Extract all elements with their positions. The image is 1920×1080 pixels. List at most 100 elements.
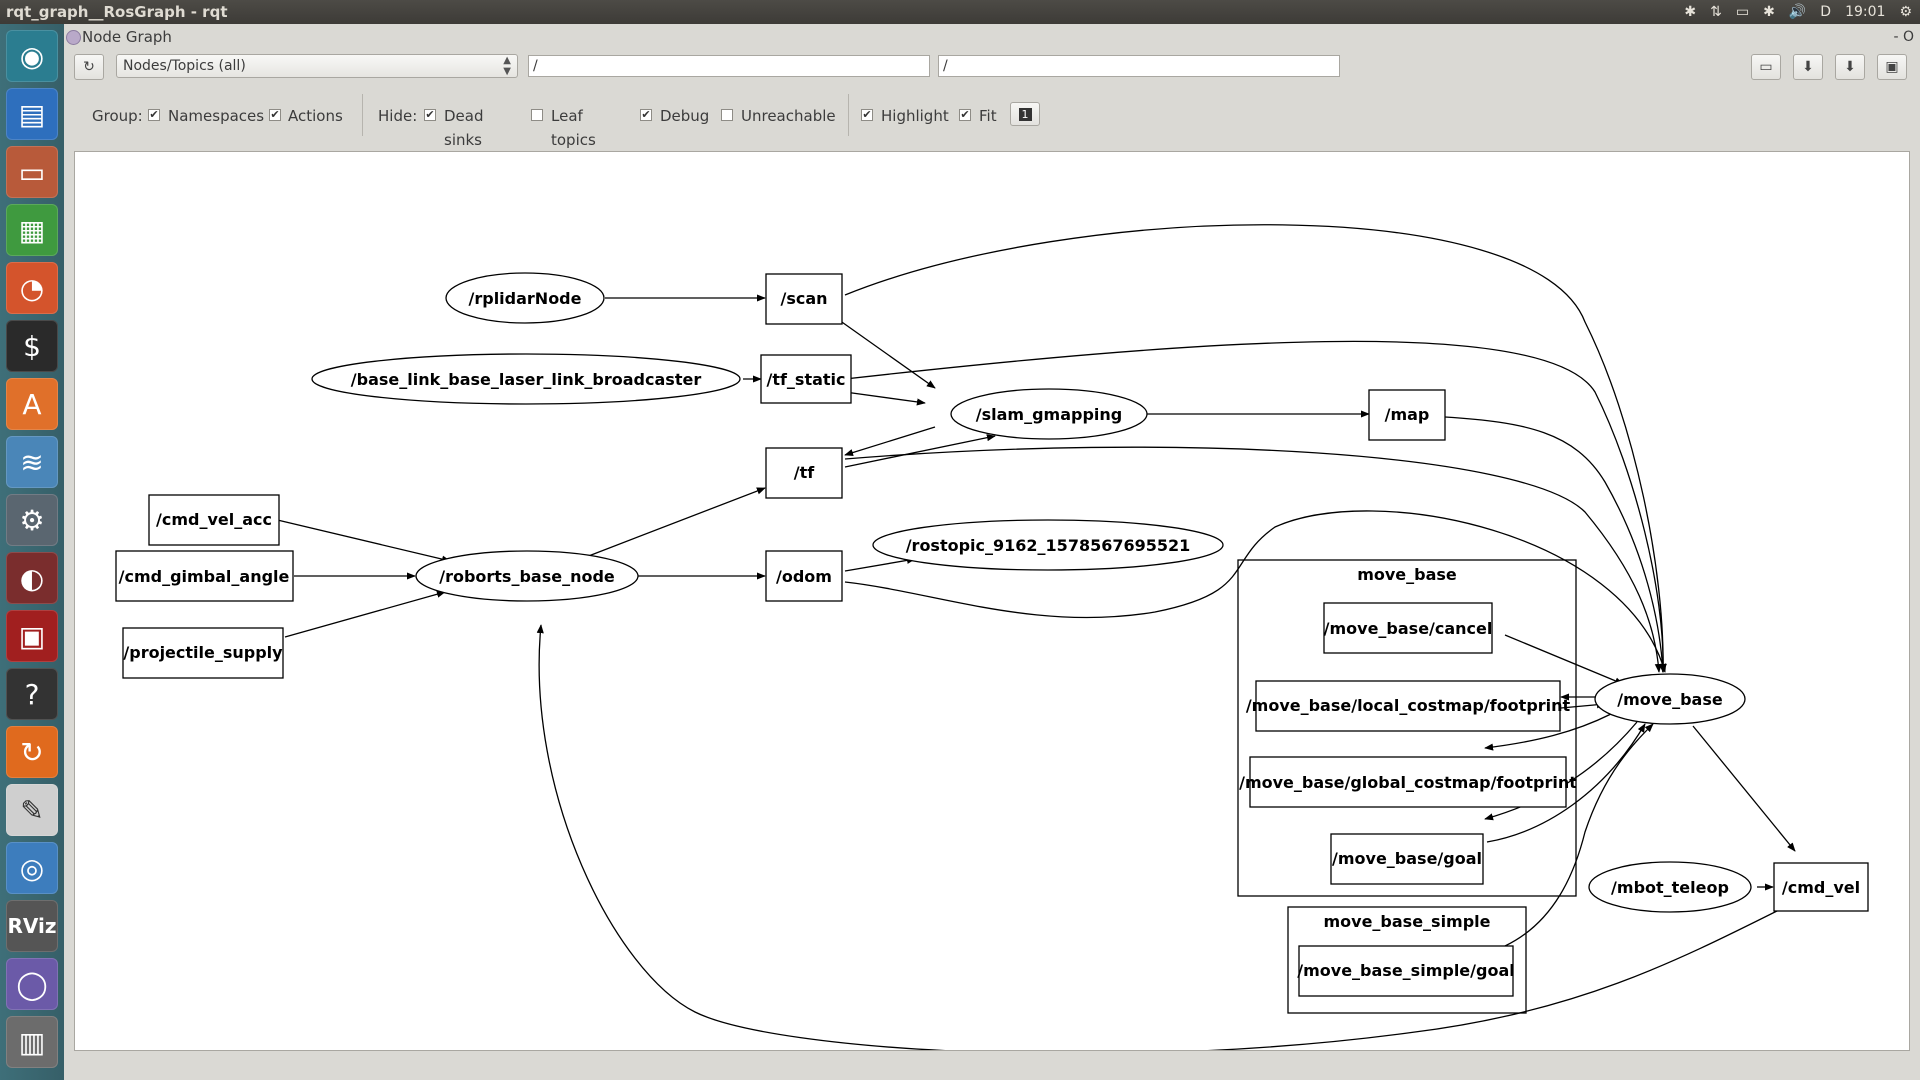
debug-checkbox[interactable]: ✔	[640, 108, 652, 121]
cluster-move-base-label: move_base	[1357, 565, 1457, 584]
keyboard-icon[interactable]: ▭	[1735, 4, 1750, 20]
bluetooth-icon-2[interactable]: ✱	[1763, 4, 1775, 20]
indicator-label[interactable]: D	[1820, 4, 1832, 20]
graph-type-combo[interactable]: Nodes/Topics (all) ▲▼	[116, 54, 518, 78]
edge-scan-movebase	[844, 224, 1667, 673]
plugin-title: Node Graph	[82, 28, 172, 46]
fit-view-icon: 1	[1018, 107, 1032, 121]
topic-map-label: /map	[1385, 405, 1430, 424]
topic-odom-label: /odom	[776, 567, 832, 586]
node-move-base[interactable]: /move_base	[1594, 673, 1746, 725]
fit-checkbox[interactable]: ✔	[959, 108, 971, 121]
app-icon-dark[interactable]: ?	[6, 668, 58, 720]
save-image-button[interactable]: ▣	[1877, 54, 1907, 80]
edge-odom-movebase	[844, 510, 1667, 673]
edge-goal-movebase	[1486, 723, 1646, 843]
rqt-icon[interactable]: ◯	[6, 958, 58, 1010]
options-separator-2	[848, 94, 849, 136]
node-rplidarNode[interactable]: /rplidarNode	[445, 272, 605, 324]
node-slam-gmapping[interactable]: /slam_gmapping	[950, 388, 1148, 440]
writer-icon[interactable]: ▤	[6, 88, 58, 140]
files-icon[interactable]: ▭	[6, 146, 58, 198]
topic-cmd-vel-acc[interactable]: /cmd_vel_acc	[148, 494, 280, 546]
debug-label: Debug	[660, 107, 710, 125]
terminal-icon[interactable]: $	[6, 320, 58, 372]
node-filter-input[interactable]: /	[528, 55, 930, 77]
cluster-move-base-simple-label: move_base_simple	[1323, 912, 1490, 931]
edge-cancel-movebase	[1504, 634, 1624, 685]
edge-tf-movebase	[844, 446, 1662, 673]
folder-icon: ▭	[1759, 59, 1773, 75]
network-icon[interactable]: ⇅	[1710, 4, 1722, 20]
app-icon-screen[interactable]: ▣	[6, 610, 58, 662]
topic-move-base-global-footprint[interactable]: /move_base/global_costmap/footprint	[1239, 756, 1577, 808]
unreachable-checkbox[interactable]	[721, 109, 733, 121]
bluetooth-icon[interactable]: ✱	[1684, 4, 1697, 20]
app-icon-red[interactable]: ◐	[6, 552, 58, 604]
graph-canvas[interactable]: move_base move_base_simple	[74, 151, 1910, 1051]
load-dot-button[interactable]: ▭	[1751, 54, 1781, 80]
node-roborts-base-node-label: /roborts_base_node	[439, 567, 615, 586]
namespaces-label: Namespaces	[168, 107, 265, 125]
topic-filter-input[interactable]: /	[938, 55, 1340, 77]
node-mbot-teleop[interactable]: /mbot_teleop	[1588, 861, 1752, 913]
topic-move-base-local-footprint[interactable]: /move_base/local_costmap/footprint	[1246, 680, 1571, 732]
graph-edges	[268, 224, 1796, 1050]
highlight-checkbox[interactable]: ✔	[861, 108, 873, 121]
fit-label: Fit	[979, 107, 997, 125]
save-svg-button[interactable]: ⬇	[1835, 54, 1865, 80]
node-rostopic[interactable]: /rostopic_9162_1578567695521	[872, 519, 1224, 571]
refresh-button[interactable]: ↻	[74, 54, 104, 80]
dead-sinks-label: Dead sinks	[444, 107, 484, 149]
impress-icon[interactable]: ◔	[6, 262, 58, 314]
image-icon: ▣	[1885, 59, 1899, 75]
edge-movebase-cmdvel	[1692, 725, 1796, 852]
namespaces-checkbox[interactable]: ✔	[148, 108, 160, 121]
chromium-icon[interactable]: ◎	[6, 842, 58, 894]
topic-move-base-simple-goal[interactable]: /move_base_simple/goal	[1297, 945, 1515, 997]
topic-cmd-gimbal-angle-label: /cmd_gimbal_angle	[119, 567, 290, 586]
network-folder-icon[interactable]: ≋	[6, 436, 58, 488]
topic-cmd-gimbal-angle[interactable]: /cmd_gimbal_angle	[115, 550, 294, 602]
leaf-topics-label: Leaf topics	[551, 107, 596, 149]
node-mbot-teleop-label: /mbot_teleop	[1611, 878, 1729, 897]
topic-tf-static[interactable]: /tf_static	[760, 354, 852, 404]
text-editor-icon[interactable]: ✎	[6, 784, 58, 836]
ubuntu-dash-icon[interactable]: ◉	[6, 30, 58, 82]
cluster-move-base-simple: move_base_simple	[1287, 906, 1527, 1014]
node-slam-gmapping-label: /slam_gmapping	[976, 405, 1122, 424]
clock[interactable]: 19:01	[1845, 4, 1886, 20]
dead-sinks-checkbox[interactable]: ✔	[424, 108, 436, 121]
fit-in-view-button[interactable]: 1	[1010, 102, 1040, 126]
topic-tf-label: /tf	[794, 463, 815, 482]
edge-tf-slam	[844, 434, 996, 468]
topic-cmd-vel-acc-label: /cmd_vel_acc	[156, 510, 272, 529]
topic-odom[interactable]: /odom	[765, 550, 843, 602]
trash-icon[interactable]: ▥	[6, 1016, 58, 1068]
topic-map[interactable]: /map	[1368, 389, 1446, 441]
software-center-icon[interactable]: A	[6, 378, 58, 430]
update-icon[interactable]: ↻	[6, 726, 58, 778]
options-separator-1	[362, 94, 363, 136]
plugin-window-controls[interactable]: - O	[1893, 29, 1914, 45]
topic-cmd-vel[interactable]: /cmd_vel	[1773, 862, 1869, 912]
leaf-topics-checkbox[interactable]	[531, 109, 543, 121]
system-settings-icon[interactable]: ⚙	[6, 494, 58, 546]
edge-simplegoal-movebase	[1504, 723, 1654, 947]
actions-checkbox[interactable]: ✔	[269, 108, 281, 121]
node-roborts-base-node[interactable]: /roborts_base_node	[415, 550, 639, 602]
topic-projectile-supply[interactable]: /projectile_supply	[122, 627, 284, 679]
topic-move-base-local-footprint-label: /move_base/local_costmap/footprint	[1246, 696, 1571, 715]
topic-tf[interactable]: /tf	[765, 447, 843, 499]
save-dot-button[interactable]: ⬇	[1793, 54, 1823, 80]
volume-icon[interactable]: 🔊	[1788, 4, 1807, 20]
topic-scan[interactable]: /scan	[765, 273, 843, 325]
topic-move-base-cancel[interactable]: /move_base/cancel	[1323, 602, 1493, 654]
settings-gear-icon[interactable]: ⚙	[1899, 4, 1912, 20]
topic-move-base-goal[interactable]: /move_base/goal	[1330, 833, 1484, 885]
calc-icon[interactable]: ▦	[6, 204, 58, 256]
edge-movebase-goal	[1484, 721, 1638, 821]
rviz-icon[interactable]: RViz	[6, 900, 58, 952]
node-base-link-broadcaster[interactable]: /base_link_base_laser_link_broadcaster	[311, 353, 741, 405]
topic-move-base-cancel-label: /move_base/cancel	[1324, 619, 1493, 638]
